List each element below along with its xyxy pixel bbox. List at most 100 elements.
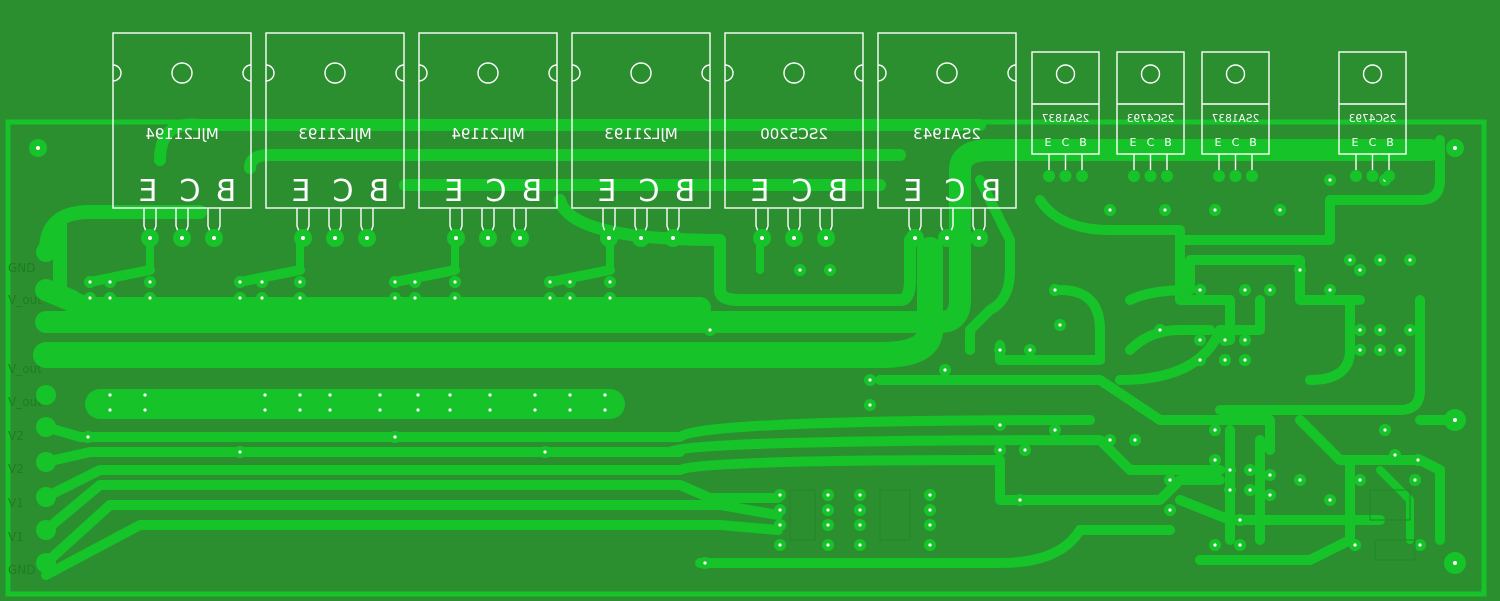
- connector-pad: [36, 385, 56, 405]
- drill-hole: [1358, 348, 1362, 352]
- power-trace: [35, 279, 711, 319]
- lead-pad: [1043, 170, 1055, 182]
- pin-label: B: [1249, 136, 1257, 149]
- pin-label: B: [981, 174, 1002, 209]
- drill-hole: [263, 408, 267, 412]
- trace: [1115, 295, 1265, 385]
- drill-hole: [1358, 478, 1362, 482]
- drill-hole: [826, 508, 830, 512]
- pin-label: C: [333, 174, 354, 209]
- drill-hole: [828, 268, 832, 272]
- side-notch: [112, 64, 122, 82]
- drill-hole: [1213, 543, 1217, 547]
- mounting-hole-outline: [936, 62, 958, 84]
- drill-hole: [945, 236, 949, 240]
- trace: [1215, 295, 1425, 415]
- drill-hole: [488, 393, 492, 397]
- lead-pad: [1128, 170, 1140, 182]
- lead-pad: [1161, 170, 1173, 182]
- drill-hole: [608, 296, 612, 300]
- pin-label: B: [675, 174, 696, 209]
- mounting-hole-outline: [1055, 64, 1076, 84]
- drill-hole: [1268, 493, 1272, 497]
- trace: [244, 149, 906, 174]
- pin-label: E: [292, 174, 311, 209]
- drill-hole: [608, 280, 612, 284]
- drill-hole: [36, 146, 40, 150]
- drill-hole: [1453, 418, 1457, 422]
- drill-hole: [333, 236, 337, 240]
- drill-hole: [88, 280, 92, 284]
- trace: [41, 500, 783, 568]
- drill-hole: [977, 236, 981, 240]
- drill-hole: [568, 408, 572, 412]
- drill-hole: [1328, 178, 1332, 182]
- connector-pad: [36, 417, 56, 437]
- trace: [875, 375, 1275, 455]
- pin-label: E: [445, 174, 464, 209]
- mounting-hole-outline: [1140, 64, 1161, 84]
- drill-hole: [263, 393, 267, 397]
- drill-hole: [858, 523, 862, 527]
- drill-hole: [1228, 488, 1232, 492]
- pin-label: C: [1062, 136, 1070, 149]
- drill-hole: [1243, 338, 1247, 342]
- drill-hole: [1408, 258, 1412, 262]
- drill-hole: [1213, 208, 1217, 212]
- trace: [1055, 475, 1225, 505]
- pad-array: [29, 139, 1466, 574]
- edge-label: V_out: [8, 362, 42, 376]
- drill-hole: [416, 408, 420, 412]
- drill-hole: [548, 280, 552, 284]
- drill-hole: [826, 523, 830, 527]
- transistor-outline: [112, 32, 252, 209]
- lead-pad: [1350, 170, 1362, 182]
- drill-hole: [1416, 458, 1420, 462]
- drill-hole: [1358, 328, 1362, 332]
- drill-hole: [143, 393, 147, 397]
- drill-hole: [453, 280, 457, 284]
- drill-hole: [453, 296, 457, 300]
- drill-hole: [533, 408, 537, 412]
- drill-hole: [778, 523, 782, 527]
- trace: [41, 480, 783, 535]
- drill-hole: [148, 280, 152, 284]
- drill-hole: [639, 236, 643, 240]
- drill-hole: [1393, 453, 1397, 457]
- drill-hole: [928, 493, 932, 497]
- trace: [41, 415, 1095, 442]
- part-label: 2SA1837: [1042, 113, 1089, 125]
- side-notch: [571, 64, 581, 82]
- drill-hole: [1223, 358, 1227, 362]
- drill-hole: [143, 408, 147, 412]
- drill-hole: [298, 408, 302, 412]
- drill-hole: [568, 296, 572, 300]
- drill-hole: [378, 393, 382, 397]
- edge-label: GND: [8, 563, 36, 577]
- drill-hole: [1223, 338, 1227, 342]
- drill-hole: [1228, 468, 1232, 472]
- lead-pad: [1144, 170, 1157, 182]
- drill-hole: [998, 423, 1002, 427]
- connector-pad: [36, 242, 56, 262]
- drill-hole: [86, 435, 90, 439]
- drill-hole: [603, 393, 607, 397]
- pin-label: E: [139, 174, 158, 209]
- drill-hole: [108, 280, 112, 284]
- drill-hole: [148, 296, 152, 300]
- drill-hole: [868, 378, 872, 382]
- pin-label: C: [945, 174, 966, 209]
- drill-hole: [1298, 268, 1302, 272]
- pin-label: E: [1352, 136, 1359, 149]
- drill-hole: [378, 408, 382, 412]
- transistor-outline: [418, 32, 558, 209]
- part-label: MJL21193: [298, 125, 371, 143]
- pin-label: C: [639, 174, 660, 209]
- drill-hole: [858, 543, 862, 547]
- side-notch: [1007, 64, 1017, 82]
- drill-hole: [858, 493, 862, 497]
